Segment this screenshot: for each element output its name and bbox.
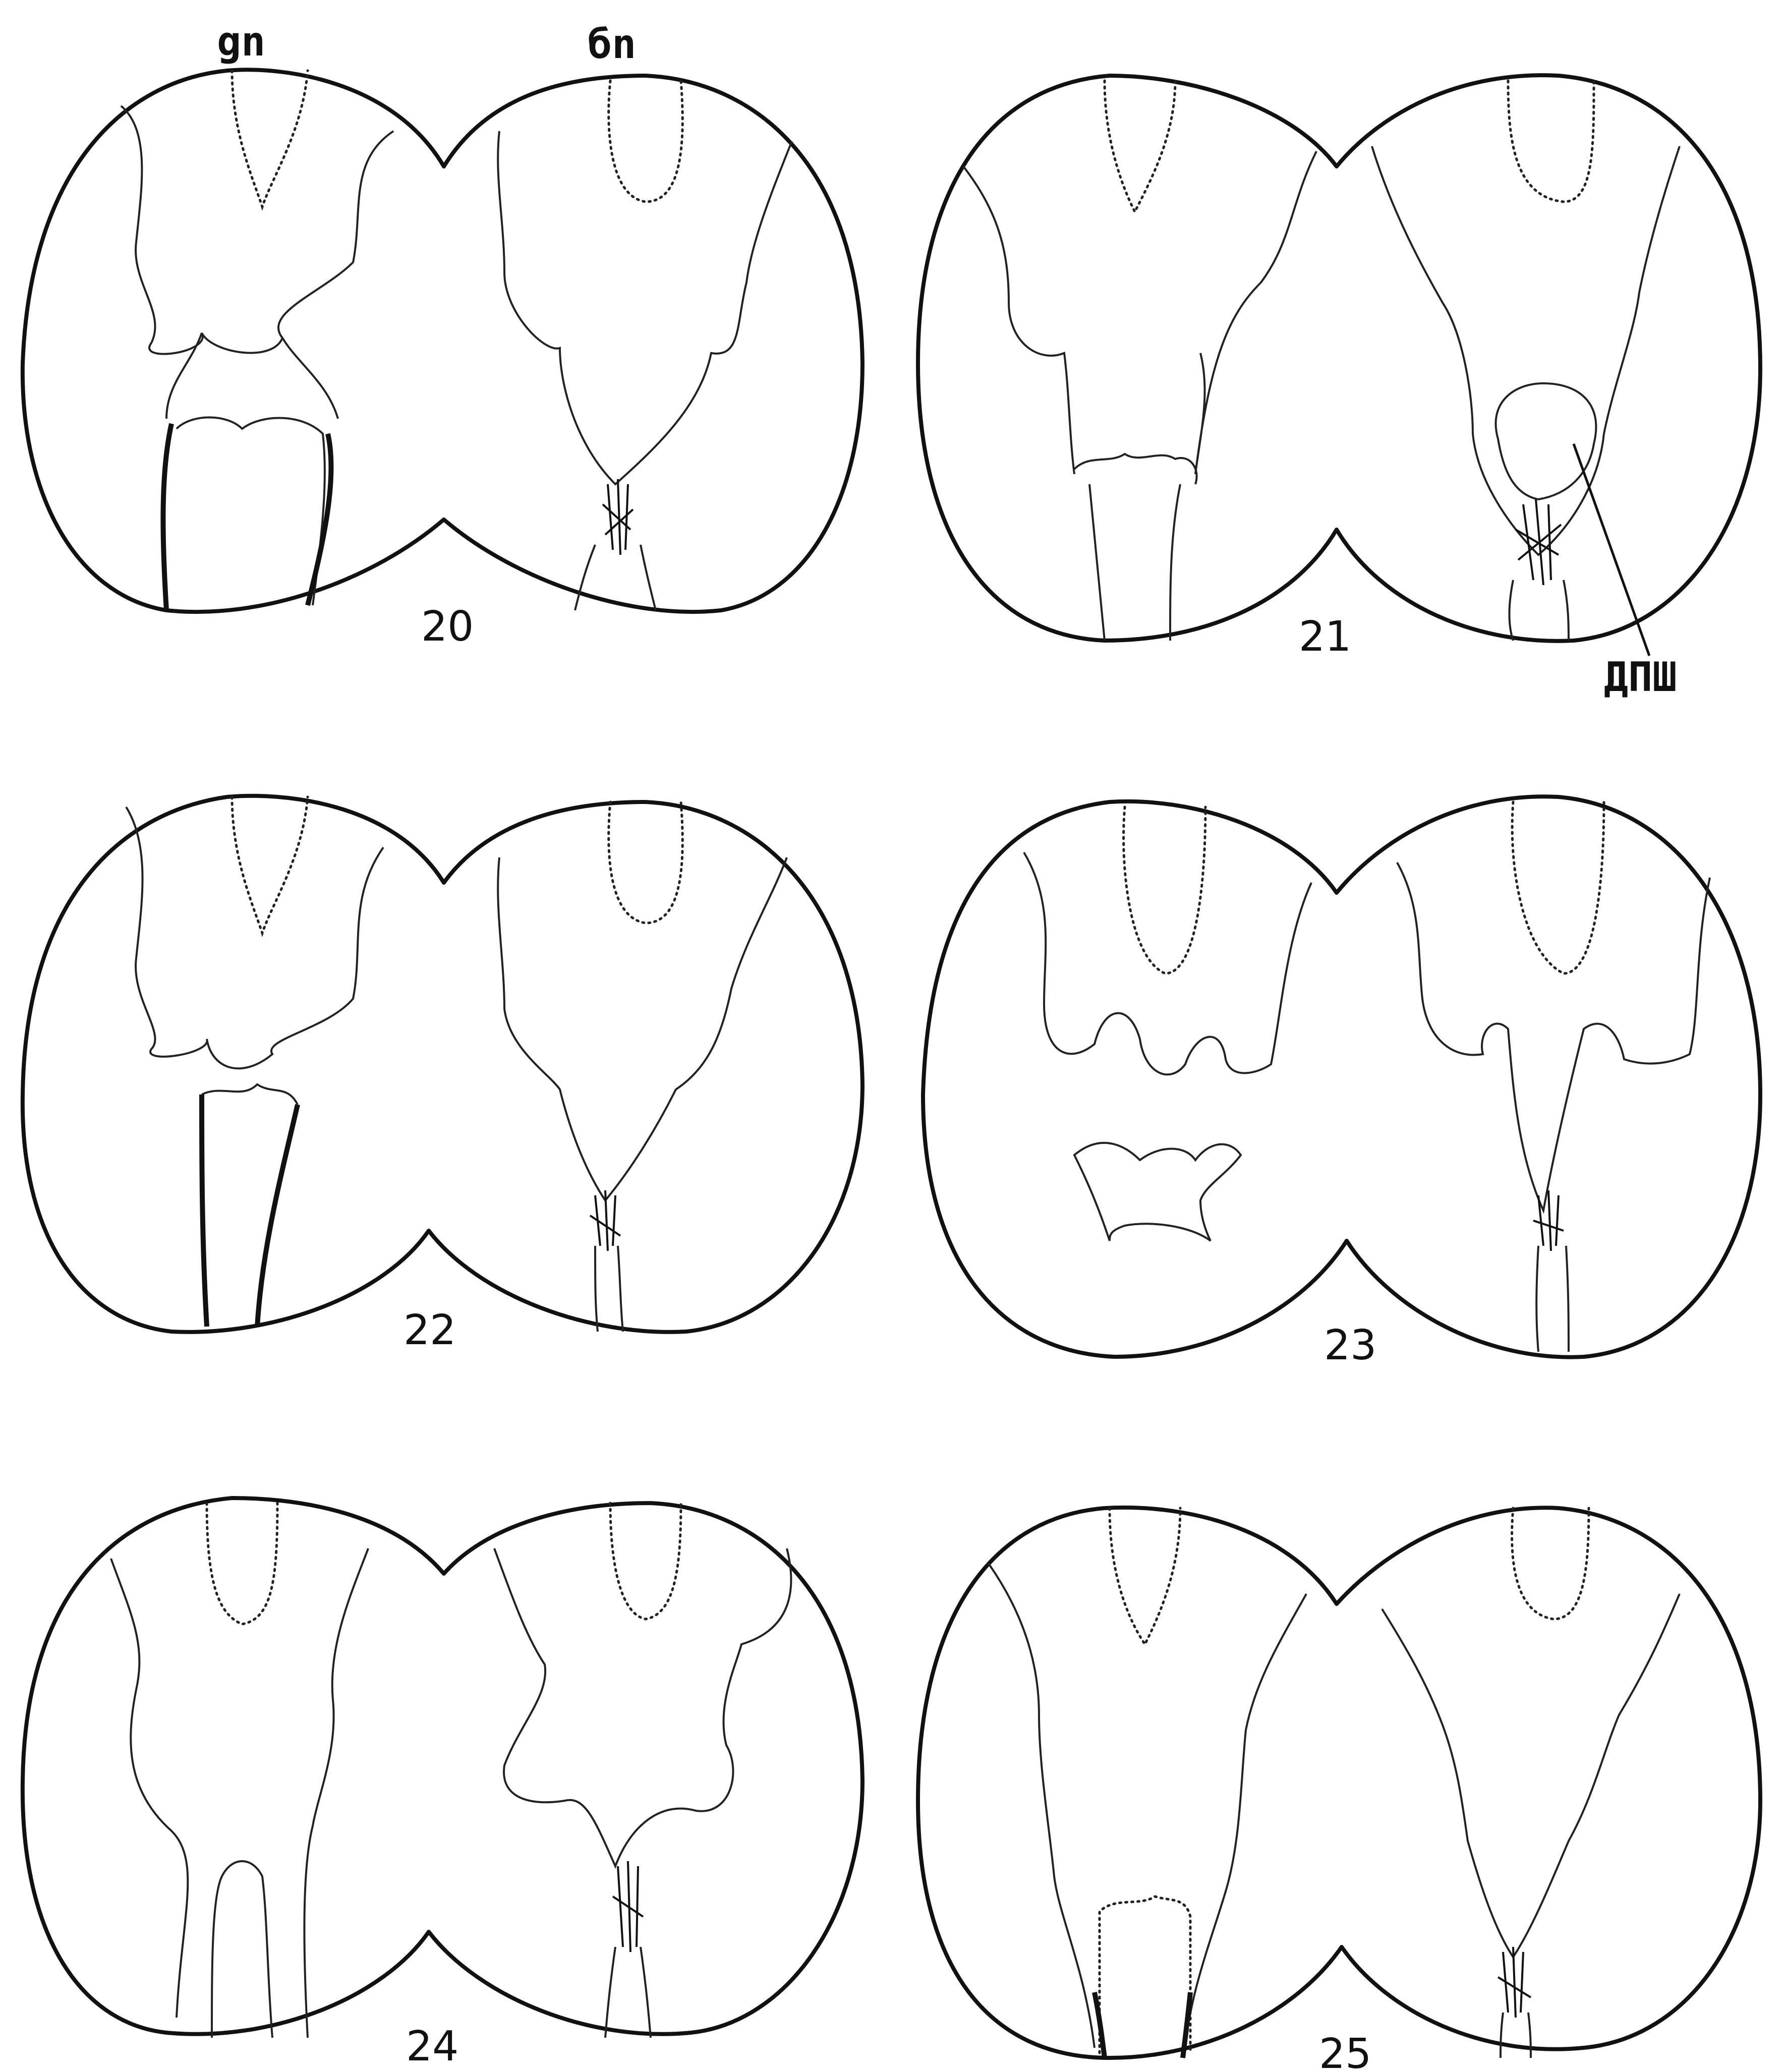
section-21-left-tract	[1089, 484, 1180, 641]
section-25-right-grey-matter	[1382, 1594, 1680, 1957]
section-25-left-tract-boundary	[1094, 1992, 1190, 2058]
section-22-left-posterior-horn	[232, 797, 308, 933]
section-23-left-grey-matter	[1024, 852, 1311, 1074]
section-24-left-inner-tract	[212, 1861, 272, 2038]
section-21-number: 21	[1299, 613, 1351, 661]
section-22-right-grey-matter	[498, 857, 787, 1200]
section-20: 20	[23, 70, 862, 651]
section-25-number: 25	[1319, 2030, 1371, 2072]
section-20-left-tract-boundary	[163, 424, 331, 610]
section-24-right-posterior-horn	[610, 1503, 681, 1619]
section-23-left-detached-fragment	[1074, 1143, 1241, 1241]
section-23: 23	[923, 796, 1760, 1369]
section-20-right-posterior-horn	[609, 81, 683, 202]
section-21-left-grey-matter	[963, 151, 1316, 474]
section-25-left-lesion-zone	[1100, 1896, 1190, 2053]
section-23-right-posterior-horn	[1512, 802, 1604, 973]
section-24-right-grey-matter	[494, 1548, 791, 1866]
section-22-left-lesion-top	[202, 1084, 298, 1105]
label-gn: gn	[217, 18, 265, 65]
section-20-left-lesion-zone	[177, 418, 325, 606]
section-25-left-posterior-horn	[1110, 1508, 1180, 1644]
section-23-left-posterior-horn	[1124, 807, 1205, 973]
section-23-number: 23	[1324, 1321, 1376, 1369]
section-22-hatched-tract	[590, 1190, 620, 1251]
section-24-left-posterior-horn	[207, 1503, 277, 1624]
section-22-number: 22	[404, 1306, 456, 1354]
section-21: ДПШ 21	[918, 75, 1760, 701]
section-20-left-posterior-horn	[232, 71, 308, 207]
section-23-right-anterior-column	[1536, 1246, 1569, 1352]
section-21-right-anterior-column	[1510, 580, 1569, 641]
section-25-outline	[918, 1508, 1760, 2058]
section-21-left-posterior-horn	[1105, 81, 1175, 212]
section-23-right-grey-matter	[1397, 862, 1710, 1211]
section-24-outline	[23, 1498, 862, 2034]
section-22-outline	[23, 796, 862, 1332]
section-22-right-anterior-column	[595, 1246, 623, 1332]
section-20-outline	[23, 70, 862, 612]
section-21-pointer-line	[1574, 444, 1649, 656]
section-21-right-ring	[1496, 383, 1596, 499]
section-24-hatched-tract	[613, 1861, 643, 1952]
section-20-left-lateral-column	[166, 333, 338, 419]
section-25-right-anterior-column	[1501, 2012, 1531, 2058]
section-25: 25	[918, 1508, 1760, 2072]
section-22: 22	[23, 796, 862, 1354]
section-20-right-anterior-column	[575, 545, 656, 610]
section-21-right-posterior-horn	[1508, 81, 1594, 202]
section-25-left-grey-matter	[989, 1564, 1306, 2048]
section-21-hatched-tract	[1516, 499, 1561, 585]
section-23-outline	[923, 796, 1760, 1357]
section-25-right-posterior-horn	[1512, 1508, 1589, 1619]
section-22-left-grey-matter	[126, 807, 383, 1068]
section-20-hatched-tract	[603, 479, 633, 555]
section-21-outline	[918, 75, 1760, 641]
section-24: 24	[23, 1498, 862, 2070]
section-20-left-grey-matter	[121, 106, 393, 354]
section-22-right-posterior-horn	[609, 802, 683, 923]
section-25-hatched-tract	[1498, 1947, 1531, 2018]
section-24-number: 24	[406, 2023, 458, 2070]
section-22-left-tract-boundary	[202, 1095, 298, 1327]
section-20-number: 20	[421, 603, 474, 651]
section-21-left-lesion-top	[1074, 454, 1197, 484]
section-24-right-anterior-column	[605, 1947, 651, 2038]
section-20-right-grey-matter	[498, 131, 792, 484]
label-bn: бn	[588, 21, 636, 68]
label-dpsh: ДПШ	[1604, 654, 1677, 701]
section-23-hatched-tract	[1533, 1190, 1564, 1251]
